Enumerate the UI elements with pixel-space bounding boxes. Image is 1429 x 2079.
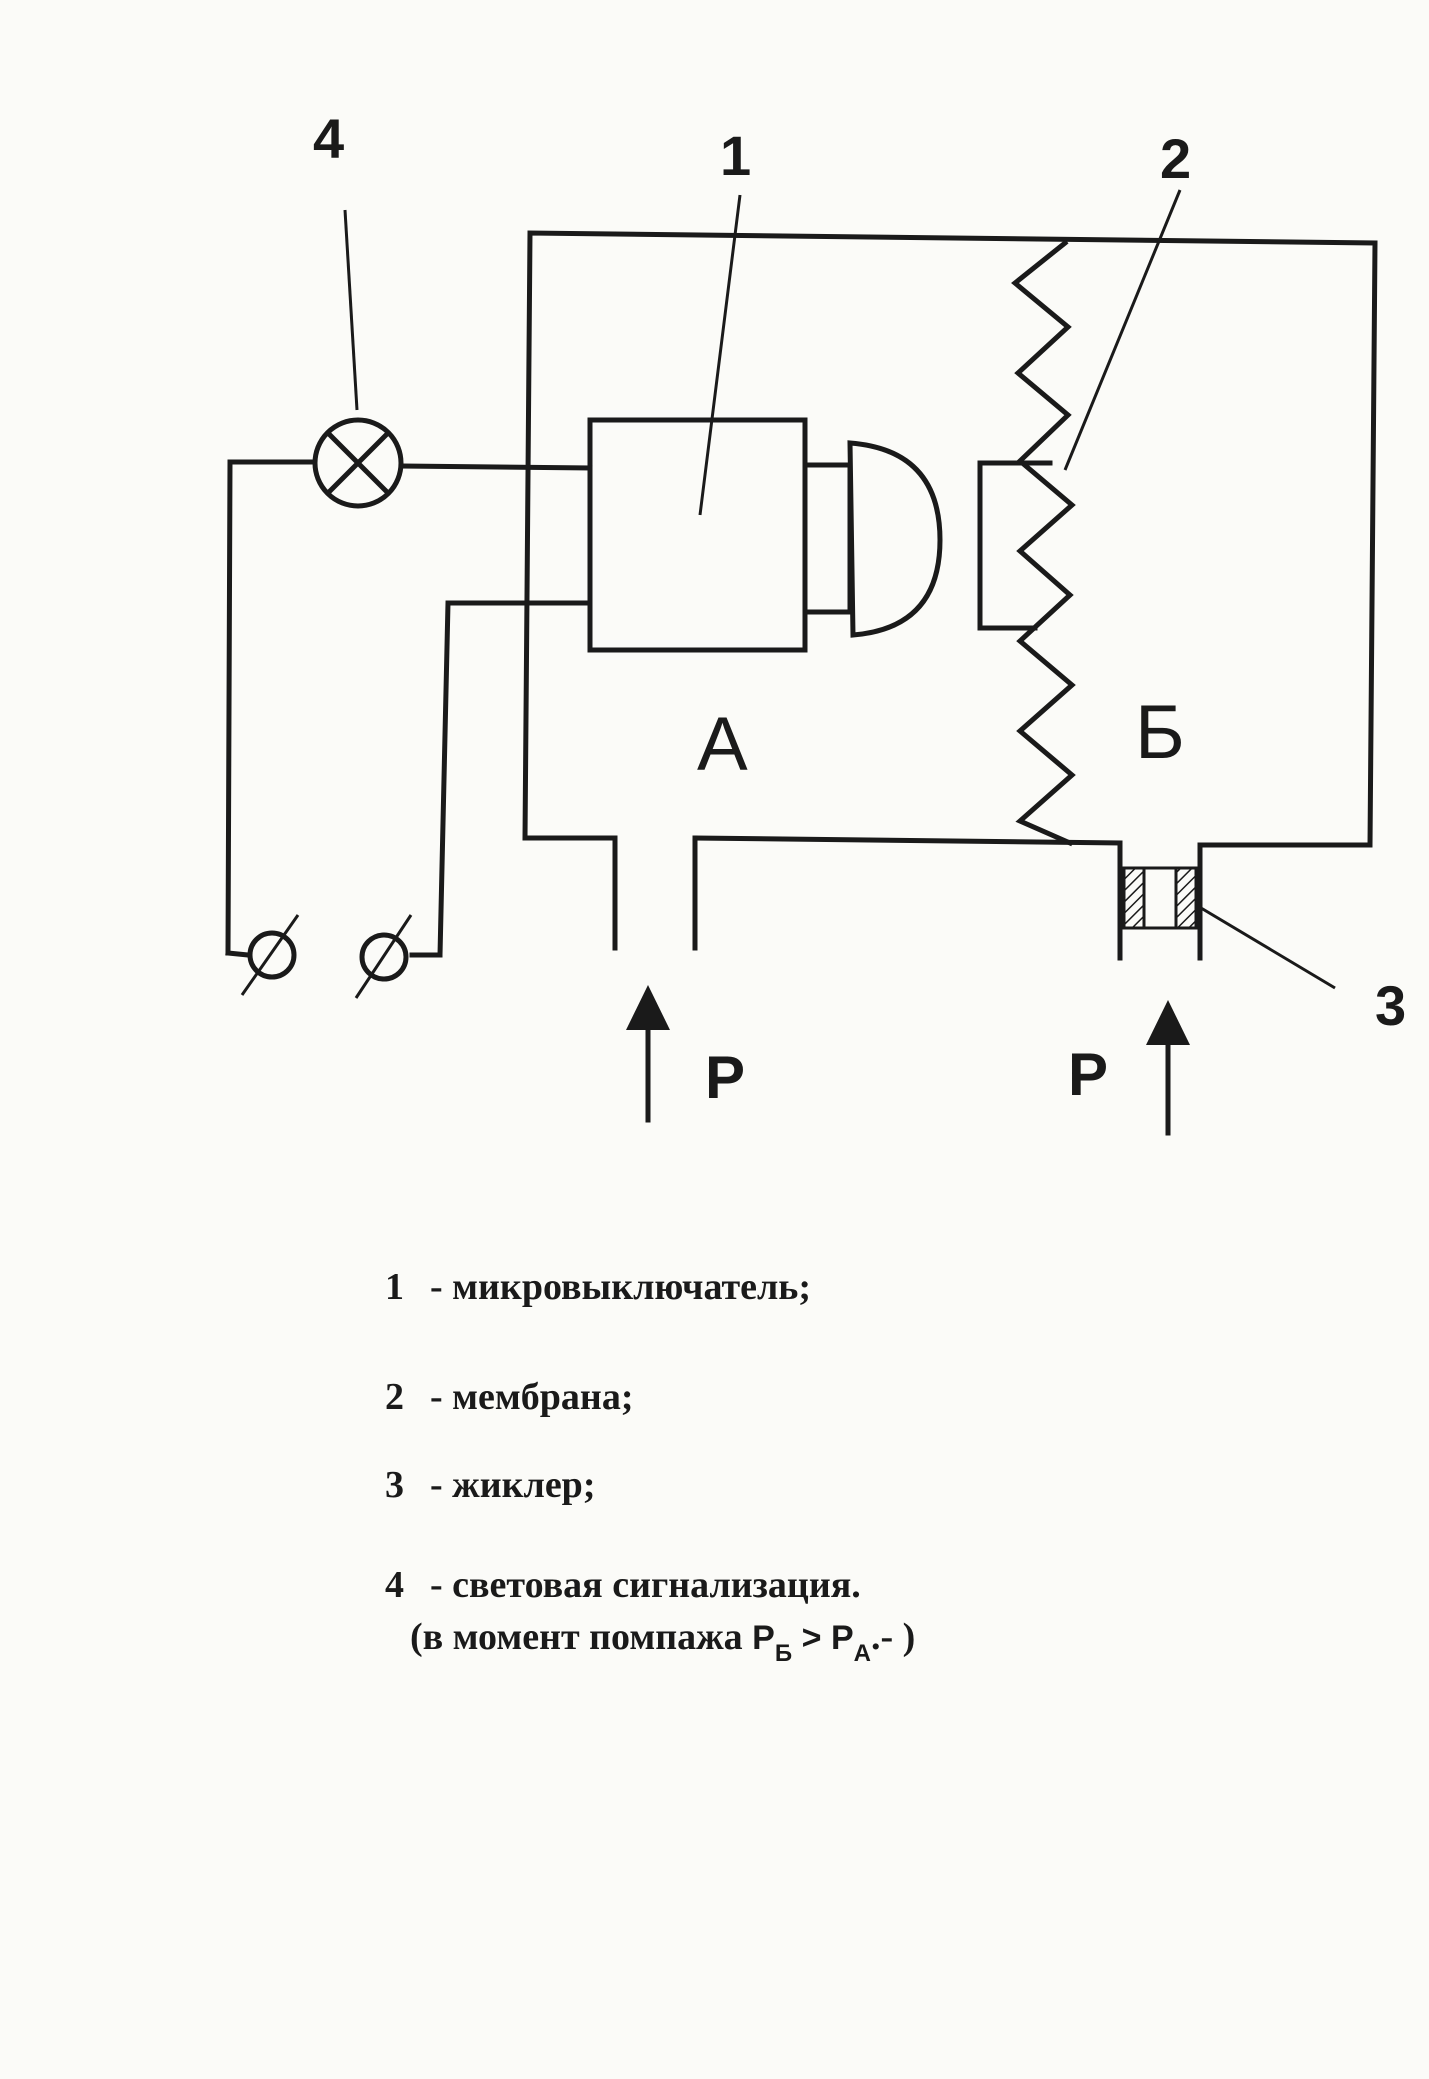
chamber-a-label: А: [697, 702, 748, 787]
leader-line-2: [1063, 189, 1182, 471]
terminal-left: [240, 914, 300, 996]
signal-lamp-icon: [312, 417, 404, 509]
housing-bottom-segment: [692, 835, 1123, 846]
note-operator: >: [801, 1619, 822, 1657]
legend-item-text: - световая сигнализация.: [430, 1564, 861, 1606]
pressure-arrow-right-icon: [1146, 1000, 1190, 1136]
legend-item-number: 3: [385, 1464, 404, 1506]
legend-item: 4 - световая сигнализация.: [385, 1563, 861, 1607]
microswitch-plunger-head: [847, 440, 943, 638]
legend-item-number: 4: [385, 1564, 404, 1606]
label-number-4: 4: [313, 107, 344, 170]
microswitch-body: [587, 417, 808, 653]
membrane-zigzag: [1011, 239, 1076, 847]
note-pressure-b: Р: [752, 1619, 775, 1657]
label-number-3: 3: [1375, 974, 1406, 1037]
pressure-arrow-left-icon: [626, 985, 670, 1123]
legend-surge-condition-note: (в момент помпажа РБ > РА.- ): [410, 1615, 916, 1667]
legend-item-number: 1: [385, 1266, 404, 1308]
note-pressure-a-sub: А: [853, 1640, 871, 1667]
terminal-right: [354, 914, 413, 999]
note-pressure-a: Р: [830, 1619, 854, 1657]
wire-terminal-link-left: [225, 950, 251, 958]
pressure-label-right: Р: [1068, 1041, 1108, 1108]
wire-lamp-to-switch: [399, 463, 593, 471]
wire-top: [225, 459, 318, 956]
note-open: (в момент помпажа: [410, 1616, 743, 1658]
note-close: .- ): [870, 1616, 916, 1658]
label-number-1: 1: [720, 124, 751, 187]
pressure-label-left: Р: [705, 1044, 745, 1111]
leader-line-4: [343, 209, 359, 411]
label-number-2: 2: [1160, 127, 1191, 190]
legend-item: 2 - мембрана;: [385, 1375, 633, 1419]
microswitch-plunger-stem: [802, 462, 853, 615]
chamber-b-label: Б: [1135, 690, 1185, 775]
legend-item-text: - жиклер;: [430, 1464, 596, 1506]
leader-line-3: [1195, 903, 1336, 990]
membrane-center-plate: [977, 460, 1053, 631]
leader-line-1: [698, 194, 742, 516]
note-pressure-b-sub: Б: [774, 1640, 793, 1667]
legend-item-text: - микровыключатель;: [430, 1266, 812, 1308]
legend-item-number: 2: [385, 1376, 404, 1418]
wire-bottom: [437, 600, 593, 958]
legend-item: 1 - микровыключатель;: [385, 1265, 811, 1309]
jet-restrictor: [1122, 866, 1198, 930]
pressure-switch-diagram: 4 1 2 3 А Б Р Р: [225, 107, 1406, 1136]
legend-item-text: - мембрана;: [430, 1376, 634, 1418]
legend-item: 3 - жиклер;: [385, 1463, 595, 1507]
housing-outline: [522, 230, 1378, 848]
